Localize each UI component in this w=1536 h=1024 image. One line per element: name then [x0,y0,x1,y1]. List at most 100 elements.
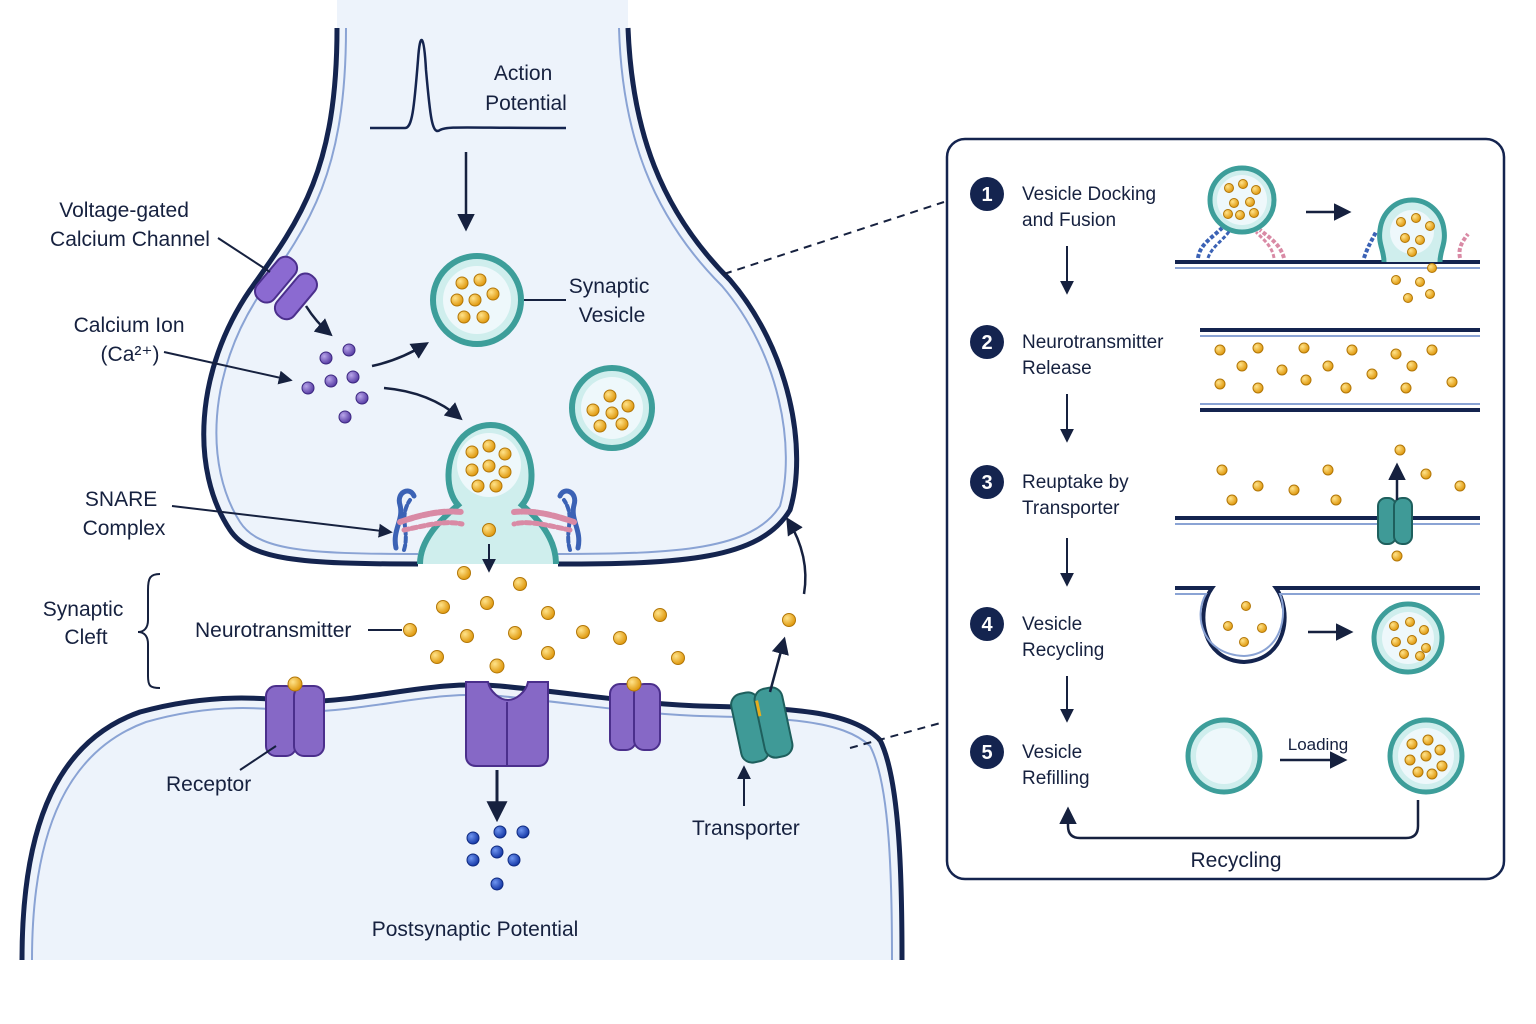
detail-panel: 1 Vesicle Docking and Fusion 2 Neurotran… [945,137,1506,881]
neurotransmitter-particle [1346,344,1358,356]
recycling-label: Recycling [1190,849,1281,872]
neurotransmitter-particle [1405,617,1415,627]
neurotransmitter-particle [1322,360,1334,372]
receptor-pointer [239,745,277,771]
neurotransmitter-particle [1390,348,1402,360]
zoom-connector-bottom [849,721,945,749]
neurotransmitter-particle [508,626,522,640]
neurotransmitter-particle [1216,464,1228,476]
neurotransmitter-particle [1322,464,1334,476]
neurotransmitter-particle [460,629,474,643]
voltage-gated-calcium-channel [253,255,319,321]
neurotransmitter-particle [615,417,629,431]
neurotransmitter-particle [1419,625,1429,635]
postsynaptic-ion [466,853,480,867]
neurotransmitter-particle [1340,382,1352,394]
neurotransmitter-particle [1226,494,1238,506]
neurotransmitter-particle [576,625,590,639]
receptor-2 [465,658,549,767]
neurotransmitter-particle [1391,275,1401,285]
neurotransmitter-particle [471,479,485,493]
neurotransmitter-particle [1422,734,1434,746]
neurotransmitter-particle [593,419,607,433]
zoom-connector-top [723,201,945,275]
postsynaptic-potential-label: Postsynaptic Potential [372,918,579,941]
step-5-illustration: Loading Recycling [1059,717,1465,872]
neurotransmitter-particle [1224,183,1234,193]
step-3: 3 Reuptake by Transporter [970,465,1129,519]
neurotransmitter-particle [1436,760,1448,772]
step-1-illustration [1175,165,1480,303]
neurotransmitter-particle [468,293,482,307]
loading-label: Loading [1288,735,1349,754]
synaptic-vesicle-label: Synaptic Vesicle [569,275,655,327]
neurotransmitter-particle [1400,233,1410,243]
step-3-illustration [1175,444,1480,562]
neurotransmitter-particle [1252,480,1264,492]
neurotransmitter-particle [1298,342,1310,354]
neurotransmitter-particle [613,631,627,645]
calcium-ion [319,351,333,365]
postsynaptic-ion [466,831,480,845]
step-4-title: Vesicle Recycling [1022,614,1104,661]
neurotransmitter-particle [1420,750,1432,762]
postsynaptic-ion [493,825,507,839]
action-potential-label: Action Potential [485,62,567,115]
neurotransmitter-particle [1223,621,1233,631]
neurotransmitter-particle [482,459,496,473]
neurotransmitter-particle [1407,635,1417,645]
action-potential-trace [370,38,567,133]
neurotransmitter-particle [1236,360,1248,372]
calcium-ion [342,343,356,357]
neurotransmitter-particle [498,447,512,461]
neurotransmitter-particle [1446,376,1458,388]
step-2-illustration [1200,328,1480,412]
step-4-number: 4 [981,614,993,636]
channel-pointer [217,237,271,273]
neurotransmitters [403,523,796,665]
neurotransmitter-particle [1403,293,1413,303]
neurotransmitter-particle [1454,480,1466,492]
neurotransmitter-particle [782,613,796,627]
step-5-number: 5 [981,742,992,764]
snare-complex-left [392,488,465,552]
neurotransmitter-label: Neurotransmitter [195,619,351,642]
recycling-loop-arrow [1059,800,1420,840]
calcium-ion [324,374,338,388]
neurotransmitter-particle [1251,185,1261,195]
neurotransmitter-particle [1415,235,1425,245]
neurotransmitter-particle [1394,444,1406,456]
neurotransmitter-particle [486,287,500,301]
calcium-to-docking-arrow [383,386,463,421]
neurotransmitter-particle [1235,210,1245,220]
step-1-number: 1 [981,184,992,206]
neurotransmitter-particle [1239,637,1249,647]
neurotransmitter-particle [457,566,471,580]
calcium-to-vesicle-arrow [371,342,429,368]
receptor-3 [609,676,661,751]
step-1: 1 Vesicle Docking and Fusion [970,177,1156,231]
neurotransmitter-particle [1421,643,1431,653]
calcium-ion [338,410,352,424]
channel-to-calcium-arrow [304,305,333,337]
neurotransmitter-particle [1411,213,1421,223]
step-2-title: Neurotransmitter Release [1022,332,1169,379]
step-5: 5 Vesicle Refilling [970,735,1090,789]
step-3-number: 3 [981,472,992,494]
neurotransmitter-particle [1420,468,1432,480]
neurotransmitter-particle [1434,744,1446,756]
neurotransmitter-particle [1300,374,1312,386]
transporter-up-arrow [768,636,789,693]
snare-pointer [171,505,393,538]
voltage-gated-channel-label: Voltage-gated Calcium Channel [50,199,210,251]
calcium-pointer [163,351,293,385]
step-2: 2 Neurotransmitter Release [970,325,1169,379]
neurotransmitter-particle [1214,378,1226,390]
neurotransmitter-particle [1391,550,1403,562]
neurotransmitter-particle [1257,623,1267,633]
neurotransmitter-particle [476,310,490,324]
neurotransmitter-particle [1249,208,1259,218]
neurotransmitter-particle [1412,766,1424,778]
neurotransmitter-particle [1406,360,1418,372]
